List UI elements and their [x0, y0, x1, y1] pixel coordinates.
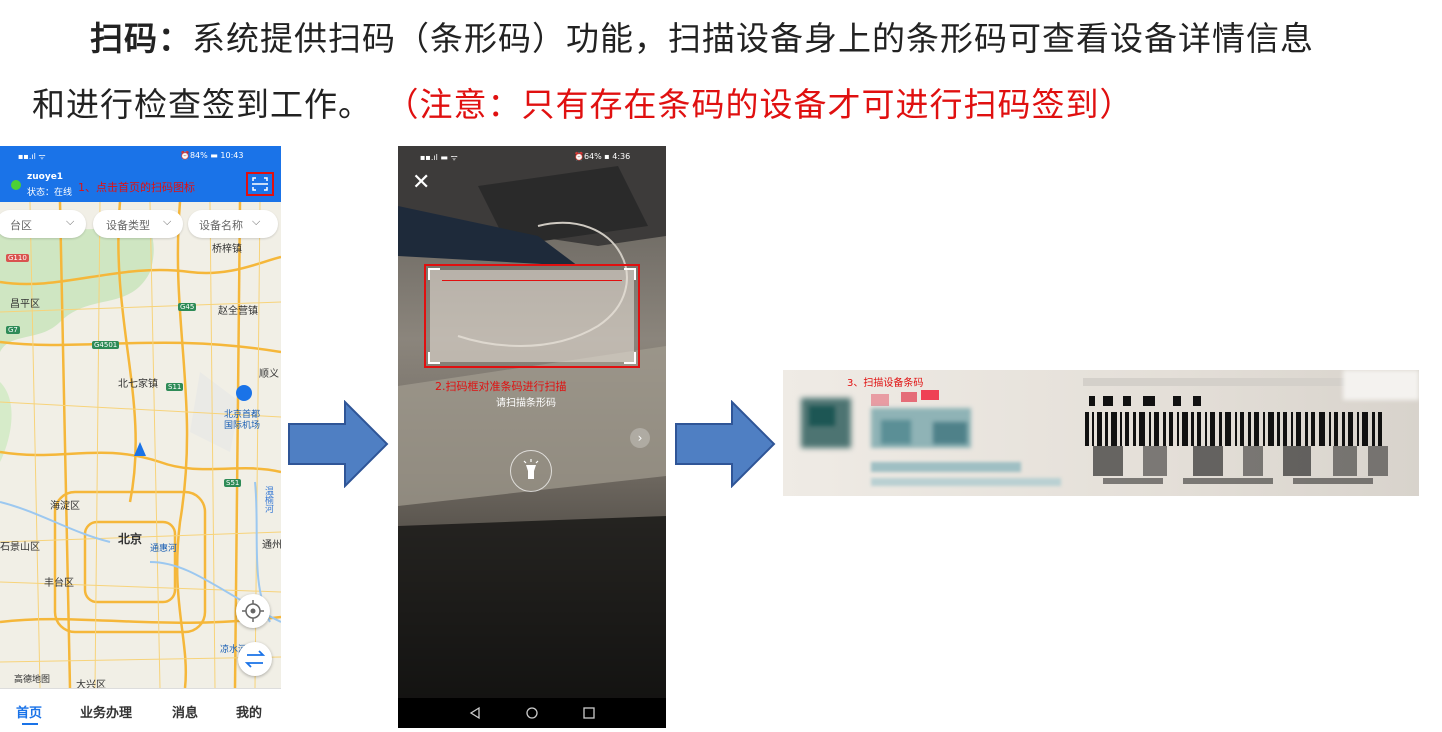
road-tag: G7 [6, 326, 20, 334]
nav-business[interactable]: 业务办理 [80, 706, 133, 721]
barcode-label-photo: 3、扫描设备条码 [783, 370, 1419, 496]
close-icon: ✕ [412, 170, 431, 195]
nav-messages[interactable]: 消息 [172, 706, 199, 721]
heading-line-1-text: 系统提供扫码（条形码）功能，扫描设备身上的条形码可查看设备详情信息 [192, 19, 1314, 58]
heading-bold-label: 扫码： [90, 19, 192, 58]
filter-district[interactable]: 台区 ⌵ [0, 210, 86, 238]
map-label: 北七家镇 [118, 379, 158, 390]
scan-corner [428, 268, 440, 280]
route-icon [244, 650, 266, 668]
route-button[interactable] [238, 642, 272, 676]
map-label: 顺义 [259, 369, 279, 380]
filter-district-label: 台区 [10, 219, 32, 232]
status-bar: ▪▪.ıl ᯤ ⏰84% ▬ 10:43 [0, 146, 281, 168]
locate-icon [242, 600, 264, 622]
online-status-text: 状态：在线 [27, 188, 73, 198]
home-icon[interactable] [526, 707, 538, 719]
chevron-right-icon: › [637, 431, 643, 445]
road-tag: S11 [166, 383, 184, 391]
map-label-airport: 北京首都 国际机场 [224, 410, 261, 431]
filter-device-type-label: 设备类型 [106, 219, 150, 232]
map-label: 桥梓镇 [212, 244, 242, 255]
scan-frame [424, 264, 640, 368]
phone-screenshot-home: ▪▪.ıl ᯤ ⏰84% ▬ 10:43 zuoye1 状态：在线 1、点击首页… [0, 146, 281, 730]
scan-button[interactable] [246, 172, 274, 196]
status-signal: ▪▪.ıl ᯤ [18, 152, 46, 161]
next-button[interactable]: › [630, 428, 650, 448]
recents-icon[interactable] [583, 707, 595, 719]
road-tag: S51 [224, 479, 242, 487]
filter-device-type[interactable]: 设备类型 ⌵ [93, 210, 183, 238]
map-label-city: 北京 [118, 532, 143, 546]
map-view[interactable] [0, 202, 281, 688]
step1-annotation: 1、点击首页的扫码图标 [78, 181, 195, 194]
scan-corner [624, 352, 636, 364]
arrow-right-icon [288, 400, 389, 488]
map-label: 石景山区 [0, 542, 40, 553]
system-nav-bar [398, 698, 666, 728]
close-button[interactable]: ✕ [412, 172, 430, 194]
camera-preview [398, 146, 666, 698]
bottom-nav: 首页 业务办理 消息 我的 [0, 688, 281, 730]
heading-note: （注意：只有存在条码的设备才可进行扫码签到） [402, 85, 1134, 124]
nav-home[interactable]: 首页 [16, 706, 43, 721]
scan-corner [624, 268, 636, 280]
chevron-down-icon: ⌵ [252, 215, 261, 228]
heading-line-1: 扫码：系统提供扫码（条形码）功能，扫描设备身上的条形码可查看设备详情信息 [90, 12, 1314, 60]
scan-area [430, 270, 634, 362]
map-label: 昌平区 [10, 299, 40, 310]
scan-line [442, 280, 622, 281]
locate-button[interactable] [236, 594, 270, 628]
chevron-down-icon: ⌵ [163, 215, 172, 228]
status-bar: ▪▪.ıl ▬ ᯤ ⏰64% ▪ 4:36 [398, 146, 666, 168]
road-tag: G110 [6, 254, 29, 262]
flashlight-icon [523, 459, 539, 479]
phone-screenshot-scanner: ▪▪.ıl ▬ ᯤ ⏰64% ▪ 4:36 ✕ 2.扫码框对准条码进行扫描 请扫… [398, 146, 666, 728]
scan-corner [428, 352, 440, 364]
step3-annotation: 3、扫描设备条码 [847, 378, 924, 389]
map-label: 赵全营镇 [218, 306, 258, 317]
map-label: 丰台区 [44, 578, 74, 589]
status-battery-time: ⏰84% ▬ 10:43 [180, 151, 244, 160]
road-tag: G45 [178, 303, 197, 311]
online-status-dot [11, 180, 21, 190]
scan-hint: 请扫描条形码 [496, 398, 556, 409]
road-tag: G4501 [92, 341, 120, 349]
map-label-river: 通惠河 [150, 544, 178, 554]
map-label: 通州 [262, 540, 281, 551]
step2-annotation: 2.扫码框对准条码进行扫描 [435, 380, 567, 393]
barcode-bars [1083, 378, 1403, 484]
nav-active-indicator [22, 723, 38, 725]
status-signal: ▪▪.ıl ▬ ᯤ [420, 153, 458, 162]
chevron-down-icon: ⌵ [66, 215, 75, 228]
filter-device-name[interactable]: 设备名称 ⌵ [188, 210, 278, 238]
status-battery-time: ⏰64% ▪ 4:36 [574, 152, 631, 161]
heading-line-2-text: 和进行检查签到工作。 [32, 85, 372, 124]
arrow-right-icon [675, 400, 776, 488]
map-attribution: 高德地图 [14, 675, 51, 685]
map-label: 海淀区 [50, 501, 80, 512]
heading-line-2: 和进行检查签到工作。 （注意：只有存在条码的设备才可进行扫码签到） [32, 78, 1134, 126]
username: zuoye1 [27, 172, 64, 182]
map-label-river: 凉水河 [220, 645, 248, 655]
scan-icon [252, 177, 268, 191]
flashlight-button[interactable] [510, 450, 552, 492]
map-label: 大兴区 [76, 680, 106, 691]
map-label-river: 温榆河 [263, 486, 273, 513]
filter-device-name-label: 设备名称 [199, 219, 243, 232]
top-bar: zuoye1 状态：在线 1、点击首页的扫码图标 [0, 168, 281, 202]
back-icon[interactable] [469, 706, 480, 720]
nav-mine[interactable]: 我的 [236, 706, 263, 721]
